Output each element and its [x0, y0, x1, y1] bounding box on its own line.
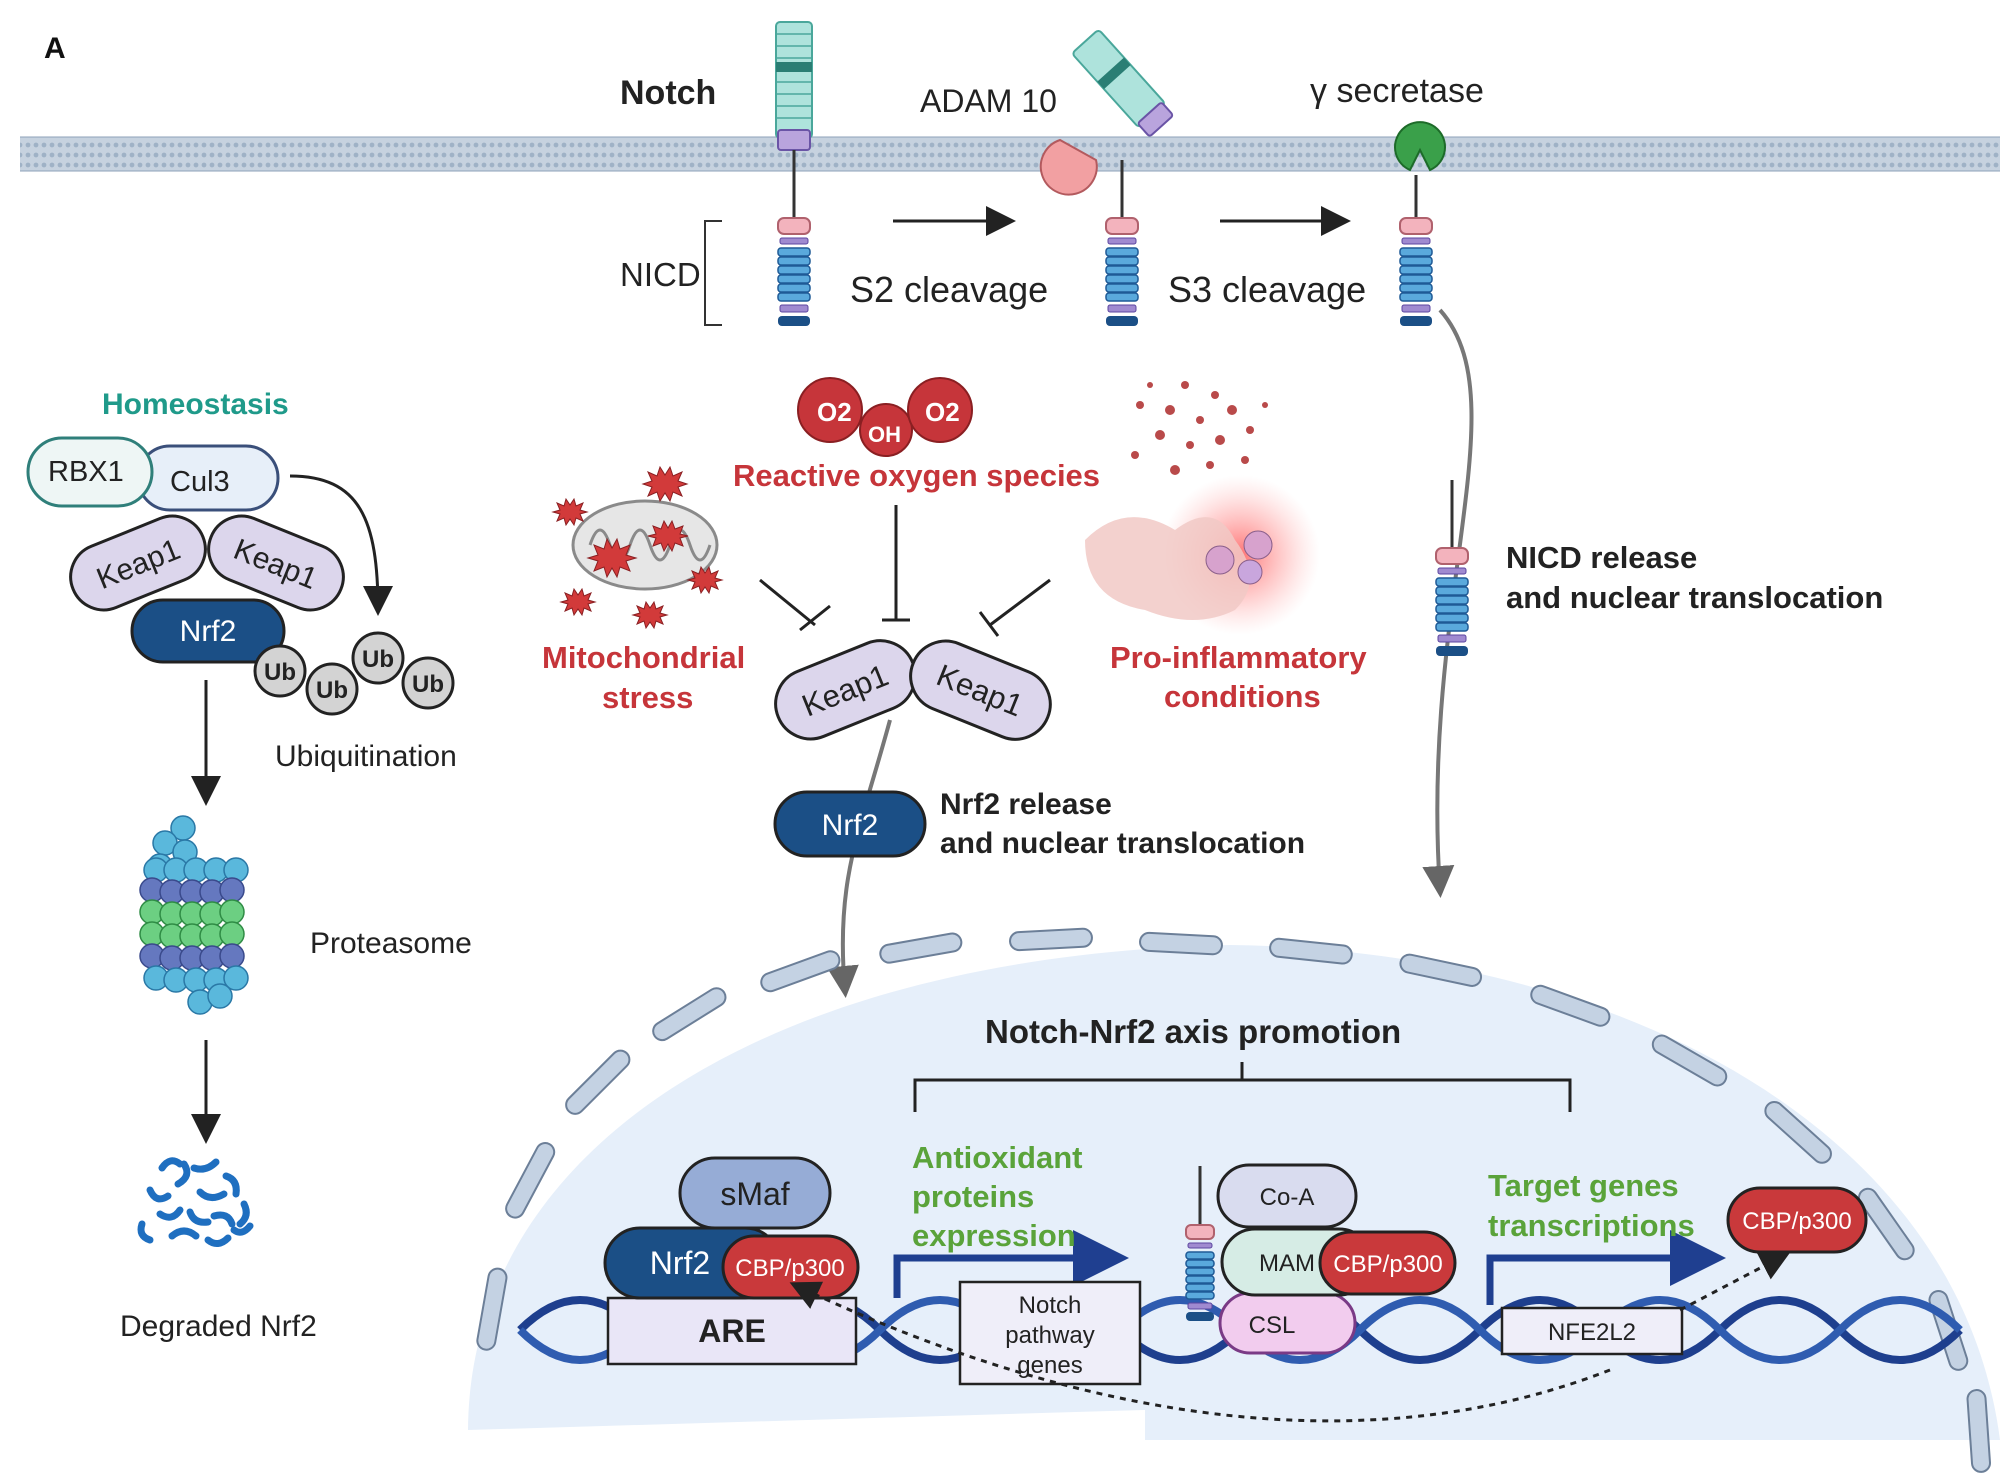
feedback-arrow-left [789, 1281, 1611, 1423]
smaf-label: sMaf [720, 1176, 789, 1212]
antiox-line1: Antioxidant [912, 1140, 1083, 1175]
notch-s3-product [1399, 175, 1433, 326]
nicd-bracket [704, 220, 722, 326]
ros-molecules [797, 377, 973, 457]
keap1-right-homeo: Keap1 [207, 514, 345, 612]
mam-label: MAM [1259, 1250, 1315, 1277]
are-box [606, 1296, 858, 1366]
adam10-label: ADAM 10 [920, 83, 1057, 119]
axis-bracket [913, 1062, 1572, 1112]
proteasome-label: Proteasome [310, 927, 472, 960]
cbp-left-label: CBP/p300 [735, 1255, 844, 1282]
notch-s2-product [1105, 160, 1139, 326]
nicd-release-line2: and nuclear translocation [1506, 580, 1883, 615]
inflam-line1: Pro-inflammatory [1110, 640, 1367, 675]
ubiquitination-arrow [289, 474, 393, 616]
ub-2: Ub [316, 677, 348, 704]
released-nicd [1435, 480, 1469, 656]
inflam-line2: conditions [1164, 679, 1321, 714]
cul3-complex [26, 436, 280, 512]
nrf2-released-label: Nrf2 [822, 809, 879, 842]
ub-3: Ub [362, 646, 394, 673]
mito-stress-line2: stress [602, 680, 693, 715]
notch-receptor [775, 21, 813, 326]
notch-genes-line2: pathway [1005, 1322, 1094, 1349]
s3-cleavage-label: S3 cleavage [1168, 269, 1366, 310]
notch-label: Notch [620, 74, 716, 112]
nicd-translocation-arrow [1422, 308, 1474, 898]
gamma-secretase [1394, 121, 1446, 172]
nuclear-nicd [1185, 1166, 1215, 1321]
cbp-right [1726, 1186, 1868, 1254]
axis-title: Notch-Nrf2 axis promotion [985, 1013, 1401, 1050]
degraded-nrf2-fragments [137, 1157, 254, 1247]
gamma-secretase-label: γ secretase [1310, 72, 1484, 110]
inflammation-illustration [1085, 381, 1320, 635]
cbp-middle [1318, 1230, 1457, 1296]
coa [1216, 1163, 1358, 1229]
target-line1: Target genes [1488, 1168, 1679, 1203]
o2-radical: O2 [817, 397, 852, 427]
ros-label: Reactive oxygen species [733, 458, 1100, 493]
peroxide-ion: O2 [925, 397, 960, 427]
are-label: ARE [698, 1313, 766, 1349]
nrf2-release-line2: and nuclear translocation [940, 827, 1305, 860]
cbp-right-label: CBP/p300 [1742, 1208, 1851, 1235]
ub-4: Ub [412, 671, 444, 698]
target-genes-arrow [1486, 1230, 1726, 1305]
nrf2-release-line1: Nrf2 release [940, 788, 1112, 821]
oh-radical: OH [868, 422, 901, 447]
target-line2: transcriptions [1488, 1208, 1695, 1243]
cul3-label: Cul3 [170, 466, 230, 498]
antiox-line3: expression [912, 1218, 1076, 1253]
cbp-middle-label: CBP/p300 [1333, 1251, 1442, 1278]
ub-1: Ub [264, 659, 296, 686]
notch-genes-box [958, 1280, 1142, 1386]
ubiquitination-label: Ubiquitination [275, 740, 457, 773]
keap1-left-stress: Keap1 [774, 639, 917, 741]
cell-membrane [20, 136, 2000, 172]
mitochondrion [551, 465, 724, 630]
nfe2l2-box [1500, 1306, 1684, 1356]
proteasome [139, 815, 249, 1015]
nrf2-released [773, 790, 927, 858]
antioxidant-arrow [893, 1230, 1129, 1298]
antiox-line2: proteins [912, 1179, 1034, 1214]
feedback-arrow-right [1679, 1252, 1791, 1312]
nrf2-homeo [130, 598, 286, 664]
csl-label: CSL [1249, 1312, 1296, 1339]
panel-letter: A [44, 32, 66, 65]
coa-label: Co-A [1260, 1184, 1315, 1211]
ubiquitin-chain [253, 631, 455, 716]
adam10-enzyme [1039, 29, 1174, 196]
nicd-label: NICD [620, 256, 701, 293]
nrf2-homeo-label: Nrf2 [180, 615, 237, 648]
keap1-left-homeo: Keap1 [69, 514, 207, 612]
nrf2-nuclear-label: Nrf2 [650, 1245, 710, 1281]
s2-cleavage-label: S2 cleavage [850, 269, 1048, 310]
nicd-release-line1: NICD release [1506, 540, 1697, 575]
inhibition-bars [759, 505, 1051, 637]
homeostasis-title: Homeostasis [102, 388, 289, 421]
rbx1-label: RBX1 [48, 456, 124, 488]
degraded-nrf2-label: Degraded Nrf2 [120, 1310, 317, 1343]
nfe2l2-label: NFE2L2 [1548, 1319, 1636, 1346]
notch-genes-line1: Notch [1019, 1292, 1082, 1319]
keap1-right-stress: Keap1 [909, 639, 1052, 741]
mito-stress-line1: Mitochondrial [542, 640, 745, 675]
